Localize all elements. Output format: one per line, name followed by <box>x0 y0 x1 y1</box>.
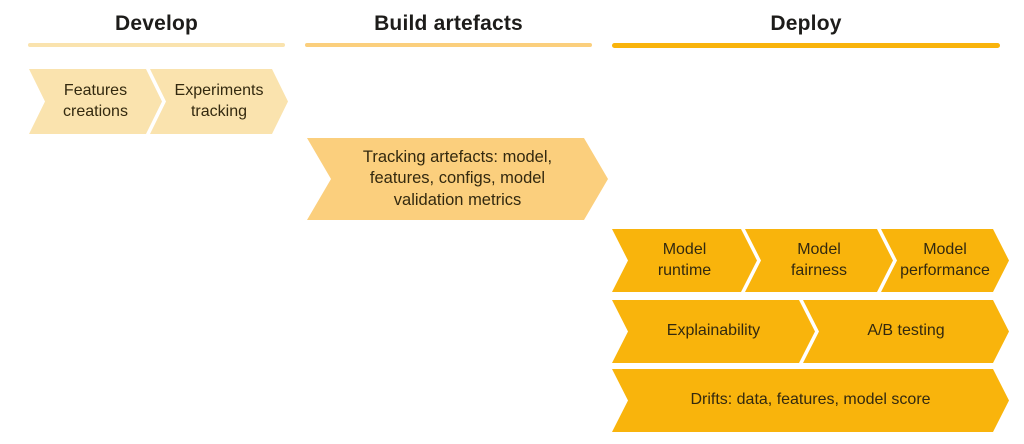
chevron-label: Model fairness <box>790 240 848 279</box>
chevron-label: Model performance <box>900 240 990 279</box>
chevron-label: Tracking artefacts: model, features, con… <box>362 147 553 209</box>
chevron-tracking-artefacts: Tracking artefacts: model, features, con… <box>307 138 608 220</box>
chevron-drifts: Drifts: data, features, model score <box>612 369 1009 432</box>
column-title-build-artefacts: Build artefacts <box>374 12 523 35</box>
chevron-label: Drifts: data, features, model score <box>690 391 931 409</box>
chevron-ab-testing: A/B testing <box>803 300 1009 363</box>
deploy-underline <box>612 43 1000 48</box>
chevron-label: Model runtime <box>657 240 712 279</box>
chevron-model-fairness: Model fairness <box>745 229 893 292</box>
chevron-label: Explainability <box>666 322 761 340</box>
chevron-label: Features creations <box>63 81 128 120</box>
chevron-experiments-tracking: Experiments tracking <box>150 69 288 134</box>
chevron-explainability: Explainability <box>612 300 815 363</box>
chevron-features-creations: Features creations <box>29 69 162 134</box>
chevron-model-performance: Model performance <box>881 229 1009 292</box>
build-artefacts-underline <box>305 43 592 47</box>
column-title-develop: Develop <box>114 12 199 35</box>
chevron-model-runtime: Model runtime <box>612 229 757 292</box>
chevron-label: Experiments tracking <box>174 81 264 120</box>
chevron-label: A/B testing <box>867 322 945 340</box>
develop-underline <box>28 43 285 47</box>
column-title-deploy: Deploy <box>770 12 842 35</box>
